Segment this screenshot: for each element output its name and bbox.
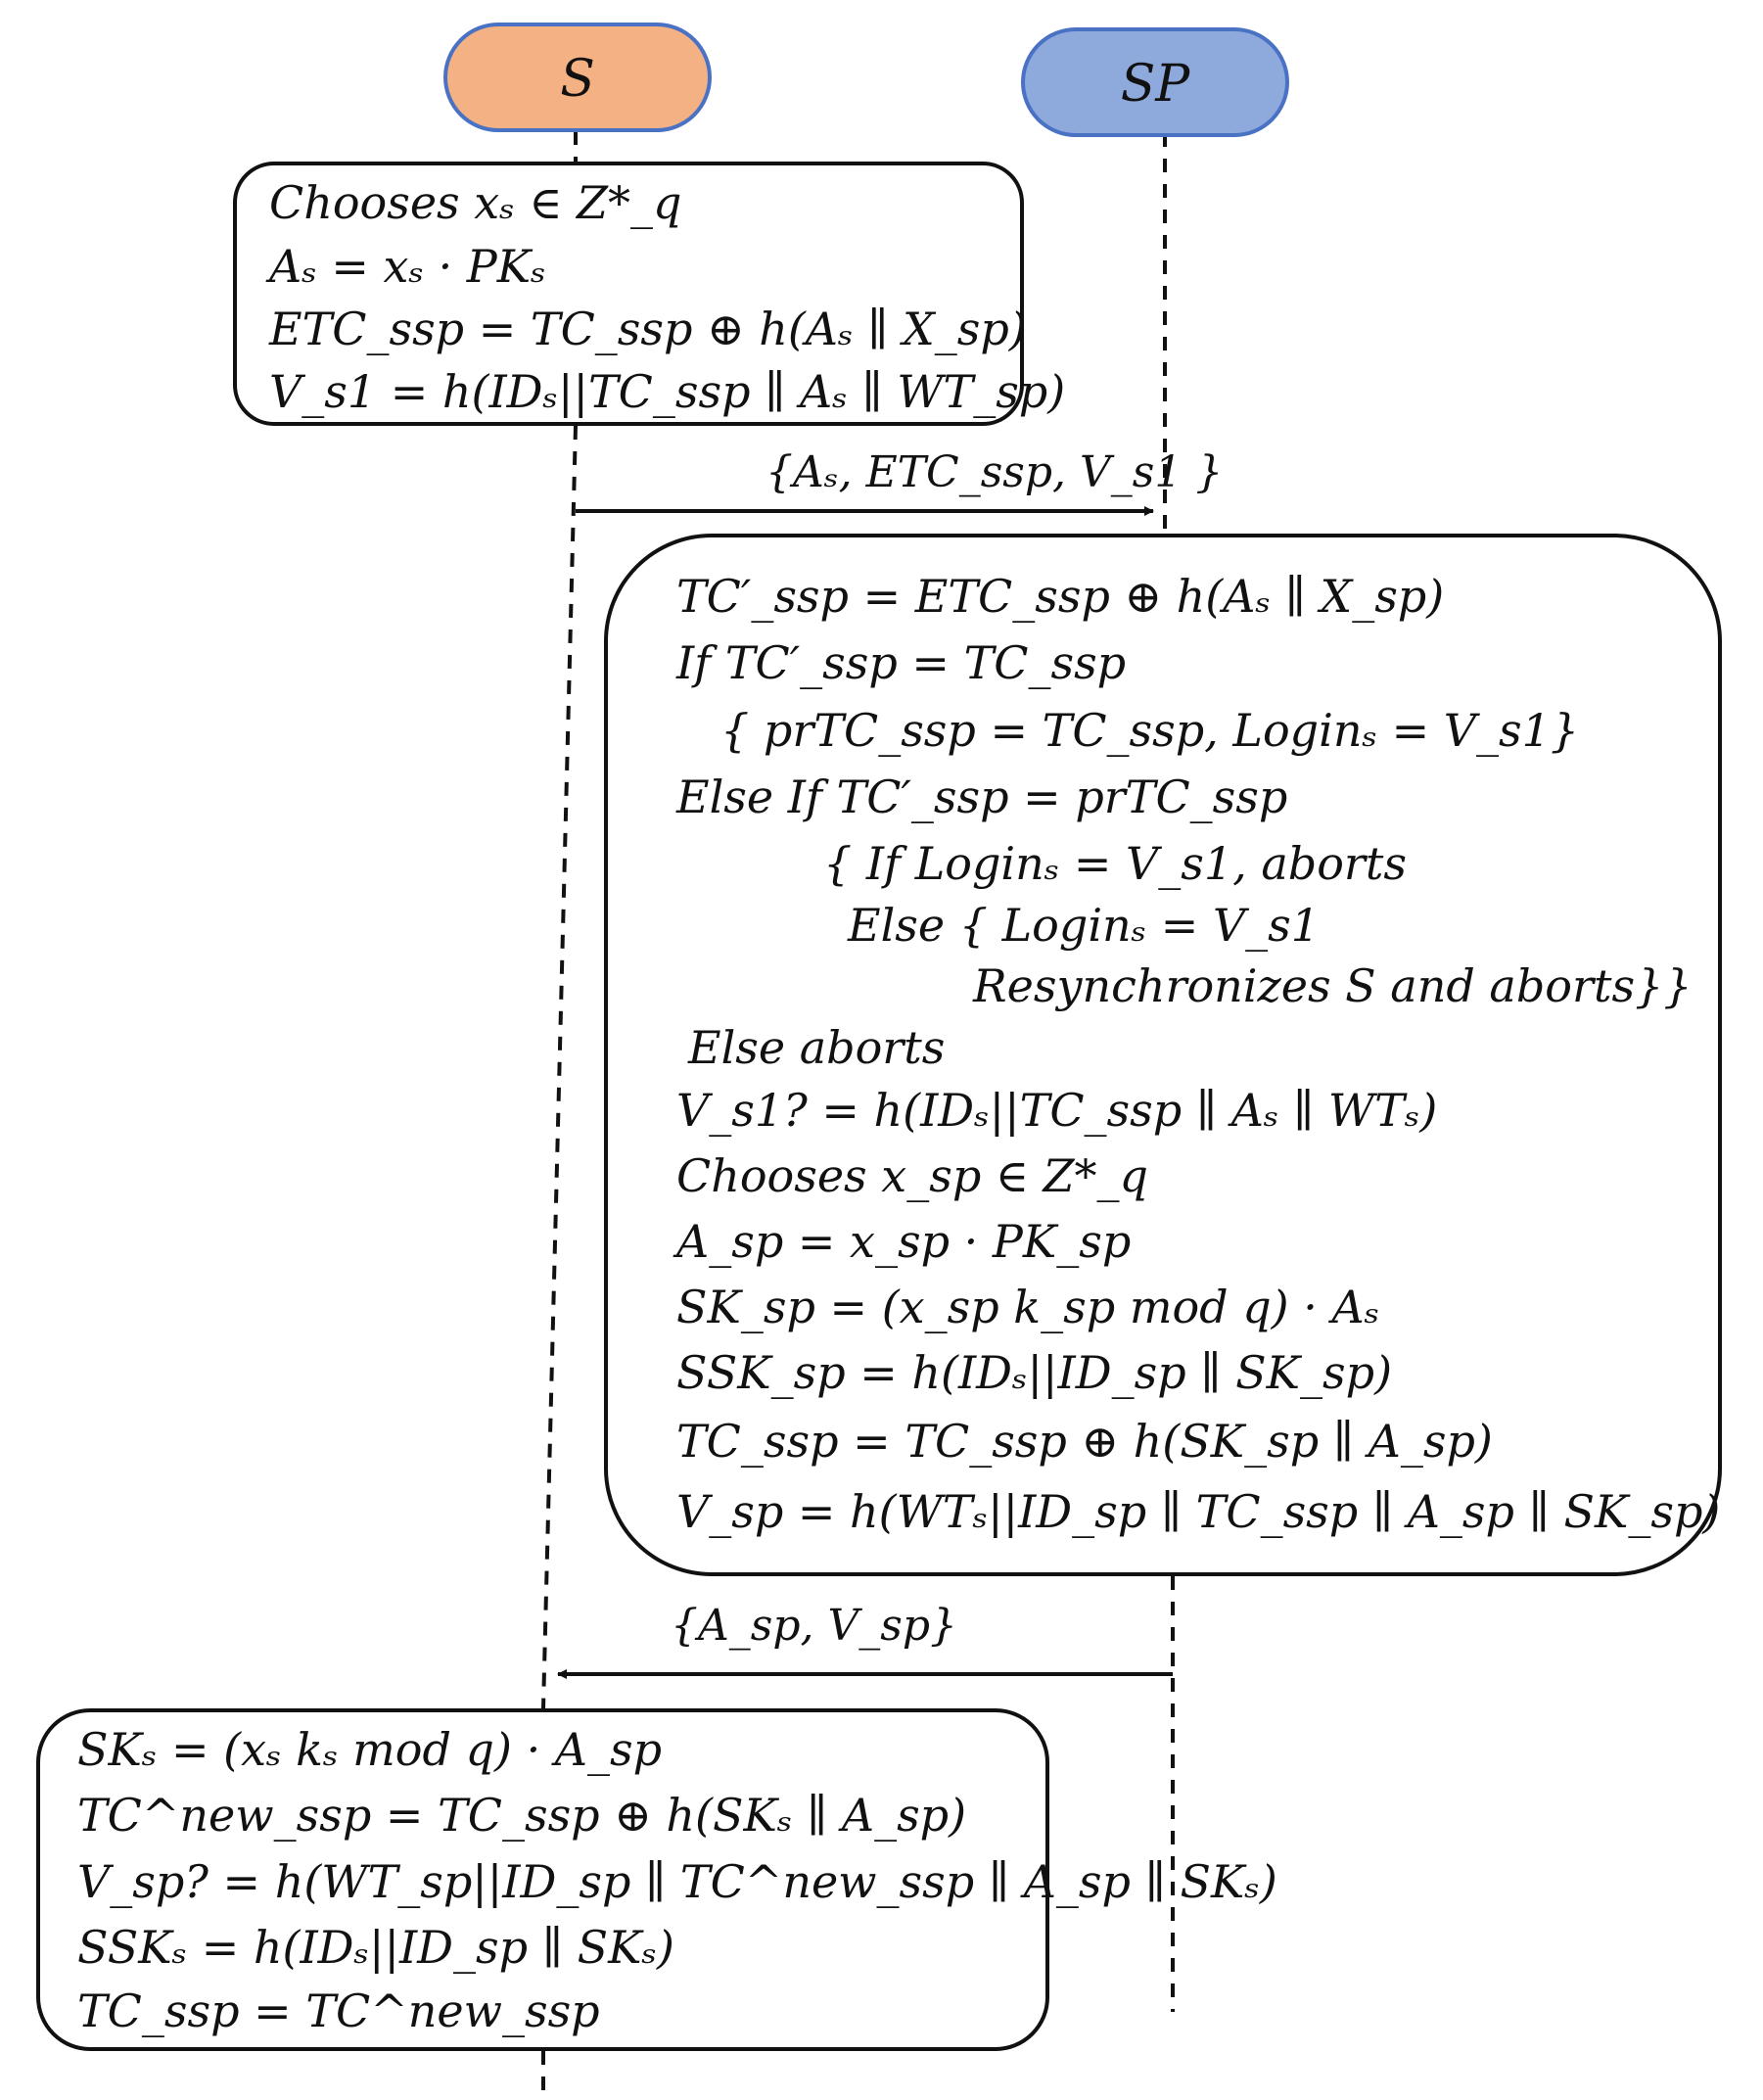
sp-process-line: Else If TC′_ssp = prTC_ssp bbox=[676, 770, 1288, 823]
sp-process-line: A_sp = x_sp · PK_sp bbox=[676, 1215, 1132, 1268]
sp-process-line: If TC′_ssp = TC_ssp bbox=[676, 636, 1127, 689]
sp-process-line: SK_sp = (x_sp k_sp mod q) · Aₛ bbox=[676, 1281, 1380, 1333]
sp-process-line: V_sp = h(WTₛ||ID_sp ∥ TC_ssp ∥ A_sp ∥ SK… bbox=[676, 1485, 1721, 1538]
actor-sp-shape bbox=[1021, 27, 1289, 137]
sp-process-line: { prTC_ssp = TC_ssp, Loginₛ = V_s1} bbox=[720, 704, 1580, 757]
s-init-line: Chooses xₛ ∈ Z*_q bbox=[269, 176, 682, 229]
sp-process-box: TC′_ssp = ETC_ssp ⊕ h(Aₛ ∥ X_sp) If TC′_… bbox=[604, 534, 1722, 1576]
s-final-line: V_sp? = h(WT_sp||ID_sp ∥ TC^new_ssp ∥ A_… bbox=[77, 1855, 1277, 1908]
sp-process-line: TC′_ssp = ETC_ssp ⊕ h(Aₛ ∥ X_sp) bbox=[676, 570, 1445, 623]
actor-s: S bbox=[443, 23, 712, 132]
s-final-line: SSKₛ = h(IDₛ||ID_sp ∥ SKₛ) bbox=[77, 1921, 674, 1974]
s-final-line: SKₛ = (xₛ kₛ mod q) · A_sp bbox=[77, 1723, 663, 1776]
message-1-label: {Aₛ, ETC_ssp, V_s1 } bbox=[766, 447, 1224, 497]
sp-process-line: TC_ssp = TC_ssp ⊕ h(SK_sp ∥ A_sp) bbox=[676, 1415, 1493, 1468]
s-init-line: V_s1 = h(IDₛ||TC_ssp ∥ Aₛ ∥ WT_sp) bbox=[269, 365, 1066, 418]
sp-lifeline bbox=[1163, 108, 1175, 2012]
s-init-line: Aₛ = xₛ · PKₛ bbox=[269, 240, 546, 293]
s-lifeline bbox=[541, 131, 578, 2090]
sp-process-line: Else aborts bbox=[688, 1021, 946, 1074]
actor-s-shape bbox=[443, 23, 712, 132]
s-init-box: Chooses xₛ ∈ Z*_q Aₛ = xₛ · PKₛ ETC_ssp … bbox=[233, 162, 1065, 426]
actor-sp-label: SP bbox=[1121, 55, 1191, 114]
s-init-line: ETC_ssp = TC_ssp ⊕ h(Aₛ ∥ X_sp) bbox=[269, 303, 1027, 355]
s-final-line: TC_ssp = TC^new_ssp bbox=[77, 1984, 600, 2037]
sp-process-line: { If Loginₛ = V_s1, aborts bbox=[823, 837, 1408, 890]
s-final-line: TC^new_ssp = TC_ssp ⊕ h(SKₛ ∥ A_sp) bbox=[77, 1789, 967, 1842]
actor-sp: SP bbox=[1021, 27, 1289, 137]
s-final-box: SKₛ = (xₛ kₛ mod q) · A_sp TC^new_ssp = … bbox=[36, 1708, 1277, 2051]
sp-process-line: Resynchronizes S and aborts}} bbox=[973, 959, 1693, 1012]
sp-process-line: V_s1? = h(IDₛ||TC_ssp ∥ Aₛ ∥ WTₛ) bbox=[676, 1084, 1438, 1137]
message-2-label: {A_sp, V_sp} bbox=[671, 1601, 958, 1651]
actor-s-label: S bbox=[560, 50, 595, 109]
sp-process-line: SSK_sp = h(IDₛ||ID_sp ∥ SK_sp) bbox=[676, 1346, 1393, 1399]
sp-process-line: Chooses x_sp ∈ Z*_q bbox=[676, 1149, 1148, 1202]
sp-process-line: Else { Loginₛ = V_s1 bbox=[848, 899, 1321, 952]
